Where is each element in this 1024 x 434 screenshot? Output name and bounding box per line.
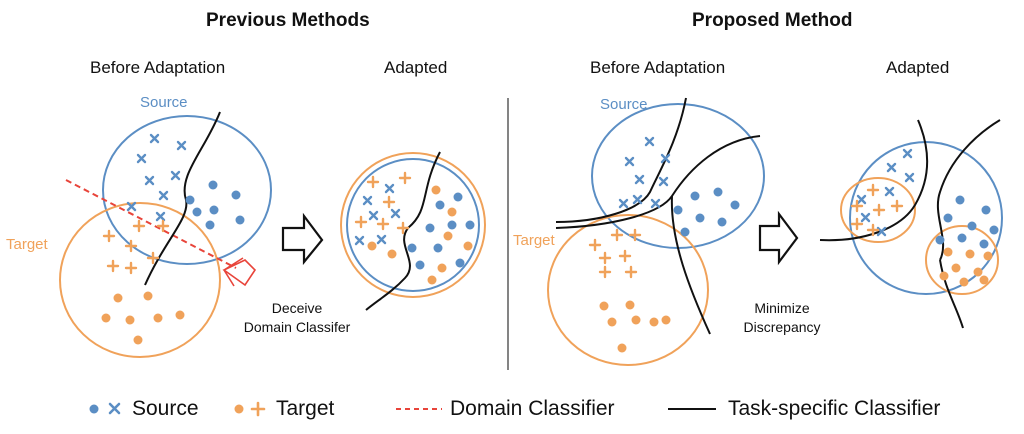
prop-caption: Minimize Discrepancy (722, 299, 842, 337)
legend-source-cross-icon (108, 402, 121, 415)
prop-caption-line2: Discrepancy (743, 319, 821, 335)
prop-caption-line1: Minimize (754, 300, 810, 316)
legend-task-classifier-label: Task-specific Classifier (728, 397, 941, 420)
prop-adapted-source-dots (935, 195, 999, 249)
prev-target-label: Target (6, 236, 48, 253)
prop-source-dots (673, 187, 740, 237)
legend-domain-classifier-label: Domain Classifier (450, 397, 615, 420)
proposed-method-title: Proposed Method (692, 10, 853, 31)
prev-adapted-target-pluses (354, 171, 412, 235)
legend-source-label: Source (132, 397, 199, 420)
prop-adapted-source-crosses (856, 148, 915, 237)
prop-target-circle (547, 214, 709, 366)
legend-target-dot-icon (234, 404, 244, 414)
prop-task-classifier-c (670, 195, 711, 335)
prop-after-label: Adapted (886, 58, 950, 77)
legend-target-plus-icon (250, 401, 266, 417)
prop-adapted-task-classifier-a (819, 119, 929, 242)
prop-source-label: Source (600, 96, 648, 113)
prev-target-dots (101, 291, 185, 345)
prev-adapted-source-crosses (354, 183, 401, 246)
prev-transform-arrow (281, 212, 324, 266)
prev-adapted-target-circle (340, 152, 486, 298)
prev-caption: Deceive Domain Classifer (232, 299, 362, 337)
prop-target-label: Target (513, 232, 555, 249)
prev-before-label: Before Adaptation (90, 58, 226, 77)
legend-target-label: Target (276, 397, 335, 420)
prev-caption-line2: Domain Classifer (243, 319, 351, 335)
prop-adapted-target-cluster-a (840, 177, 916, 243)
legend-source-glyphs (89, 402, 121, 415)
prev-adapted-task-classifier-line (365, 151, 441, 311)
prop-before-label: Before Adaptation (590, 58, 726, 77)
previous-methods-title: Previous Methods (206, 10, 370, 31)
prop-task-classifier-a (555, 97, 687, 223)
prop-adapted-target-pluses (850, 183, 904, 237)
prev-adapted-source-dots (407, 192, 475, 270)
prev-domain-classifier-line (65, 179, 237, 269)
legend-target-glyphs (234, 401, 266, 417)
prop-adapted-target-dots (939, 247, 993, 287)
prev-adapted-target-dots (367, 185, 473, 285)
prev-adapted-source-circle (346, 158, 480, 292)
prev-source-crosses (126, 133, 187, 222)
prev-caption-line1: Deceive (271, 300, 323, 316)
prop-adapted-task-classifier-c (939, 259, 964, 329)
prop-adapted-target-cluster-b (925, 225, 999, 295)
legend-source-dot-icon (89, 404, 99, 414)
prev-after-label: Adapted (384, 58, 448, 77)
prev-double-arrow (222, 257, 257, 287)
prev-source-circle (102, 115, 272, 265)
prop-task-classifier-b (555, 135, 761, 229)
prev-target-pluses (102, 219, 170, 275)
prop-target-dots (599, 300, 671, 353)
prev-source-label: Source (140, 94, 188, 111)
prop-source-crosses (618, 136, 671, 209)
prop-transform-arrow (758, 210, 799, 266)
prev-source-dots (185, 180, 245, 230)
prop-target-pluses (588, 228, 642, 279)
prev-target-circle (59, 202, 221, 358)
